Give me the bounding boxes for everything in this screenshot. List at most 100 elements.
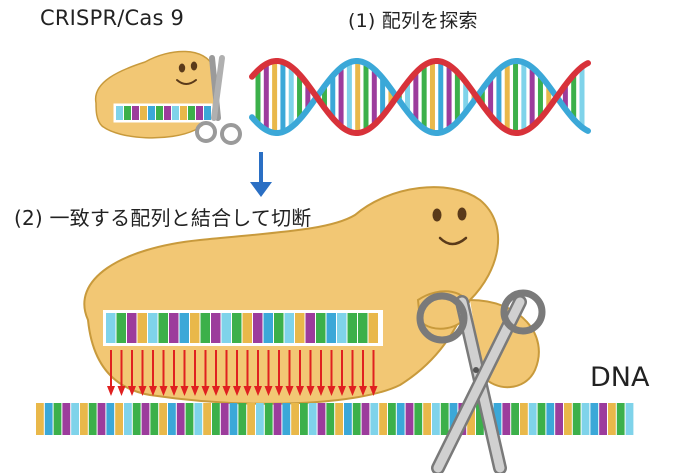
dna-base xyxy=(625,403,634,435)
dna-base xyxy=(273,403,282,435)
dna-base xyxy=(581,403,590,435)
dna-base xyxy=(185,403,194,435)
dna-base xyxy=(229,403,238,435)
cut-arrow xyxy=(159,350,168,396)
dna-base xyxy=(449,403,458,435)
cut-arrow xyxy=(191,350,199,396)
guide-rna-small-base xyxy=(180,106,187,120)
dna-base xyxy=(361,403,370,435)
guide-rna-small-base xyxy=(196,106,203,120)
dna-base xyxy=(238,403,247,435)
cut-arrow xyxy=(138,350,147,396)
step2-label: (2) 一致する配列と結合して切断 xyxy=(14,206,312,230)
guide-rna-large-base xyxy=(242,313,252,343)
cut-arrow xyxy=(275,350,283,396)
dna-base xyxy=(247,403,255,435)
guide-rna-small-base xyxy=(204,106,211,120)
dna-base xyxy=(440,403,449,435)
dna-base xyxy=(291,403,299,435)
cut-arrow xyxy=(285,350,294,396)
dna-base xyxy=(546,403,555,435)
guide-rna-large-base xyxy=(221,313,231,343)
dna-base xyxy=(132,403,141,435)
cut-arrow xyxy=(180,350,189,396)
cut-arrow xyxy=(128,350,136,396)
dna-base xyxy=(141,403,150,435)
dna-base xyxy=(432,403,440,435)
guide-rna-small-base xyxy=(124,106,131,120)
guide-rna-small-base xyxy=(148,106,155,120)
guide-rna-large-base xyxy=(148,313,158,343)
dna-base xyxy=(528,403,537,435)
guide-rna-large-base xyxy=(179,313,189,343)
dna-strand xyxy=(36,403,634,435)
dna-base xyxy=(220,403,229,435)
dna-base xyxy=(203,403,211,435)
guide-rna-large-base xyxy=(347,313,357,343)
guide-rna-small-base xyxy=(132,106,139,120)
dna-base xyxy=(106,403,115,435)
dna-base xyxy=(616,403,625,435)
cut-arrow xyxy=(254,350,262,396)
dna-base xyxy=(194,403,203,435)
dna-base xyxy=(467,403,475,435)
dna-base xyxy=(88,403,97,435)
guide-rna-small-base xyxy=(116,106,123,120)
cut-arrow xyxy=(149,350,157,396)
guide-rna-large-base xyxy=(284,313,294,343)
cut-arrow xyxy=(170,350,178,396)
guide-rna-large-base xyxy=(295,313,305,343)
cut-arrow xyxy=(212,350,220,396)
dna-base xyxy=(590,403,599,435)
guide-rna-large-base xyxy=(305,313,315,343)
guide-rna-large-base xyxy=(169,313,179,343)
cut-arrow xyxy=(338,350,346,396)
guide-rna-large-base xyxy=(253,313,263,343)
cut-arrow xyxy=(359,350,367,396)
cas9-small-face xyxy=(176,61,198,85)
guide-rna-large-base xyxy=(232,313,242,343)
guide-rna-large-base xyxy=(263,313,273,343)
dna-base xyxy=(150,403,159,435)
cut-arrow xyxy=(243,350,252,396)
guide-rna-large-base xyxy=(200,313,210,343)
cas9-large-face xyxy=(432,207,468,246)
cut-arrow xyxy=(201,350,210,396)
dna-base xyxy=(352,403,361,435)
dna-base xyxy=(44,403,53,435)
guide-rna-large-base xyxy=(190,313,200,343)
dna-base xyxy=(572,403,581,435)
guide-rna-large-base xyxy=(116,313,126,343)
cas9-label: CRISPR/Cas 9 xyxy=(40,6,185,30)
dna-label: DNA xyxy=(590,362,650,393)
dna-base xyxy=(344,403,352,435)
helix-backbone-red xyxy=(249,58,591,136)
dna-base xyxy=(520,403,528,435)
dna-base xyxy=(212,403,220,435)
guide-rna-small-base xyxy=(140,106,147,120)
cut-arrow xyxy=(233,350,241,396)
dna-base xyxy=(511,403,519,435)
dna-base xyxy=(97,403,106,435)
dna-base xyxy=(370,403,379,435)
dna-base xyxy=(388,403,396,435)
dna-base xyxy=(53,403,62,435)
cut-arrows xyxy=(107,350,378,396)
helix-backbone-blue xyxy=(249,58,591,136)
guide-rna-large-base xyxy=(368,313,378,343)
dna-base xyxy=(282,403,291,435)
cas9-large-body xyxy=(83,186,500,405)
guide-rna-small xyxy=(116,106,211,120)
dna-base xyxy=(608,403,616,435)
cut-arrow xyxy=(264,350,273,396)
cut-arrow xyxy=(348,350,357,396)
guide-rna-large-base xyxy=(211,313,221,343)
dna-base xyxy=(537,403,546,435)
dna-base xyxy=(71,403,79,435)
dna-base xyxy=(36,403,44,435)
guide-rna-large-base xyxy=(316,313,326,343)
dna-base xyxy=(62,403,71,435)
guide-rna-large-base xyxy=(106,313,116,343)
guide-rna-large-base xyxy=(326,313,336,343)
